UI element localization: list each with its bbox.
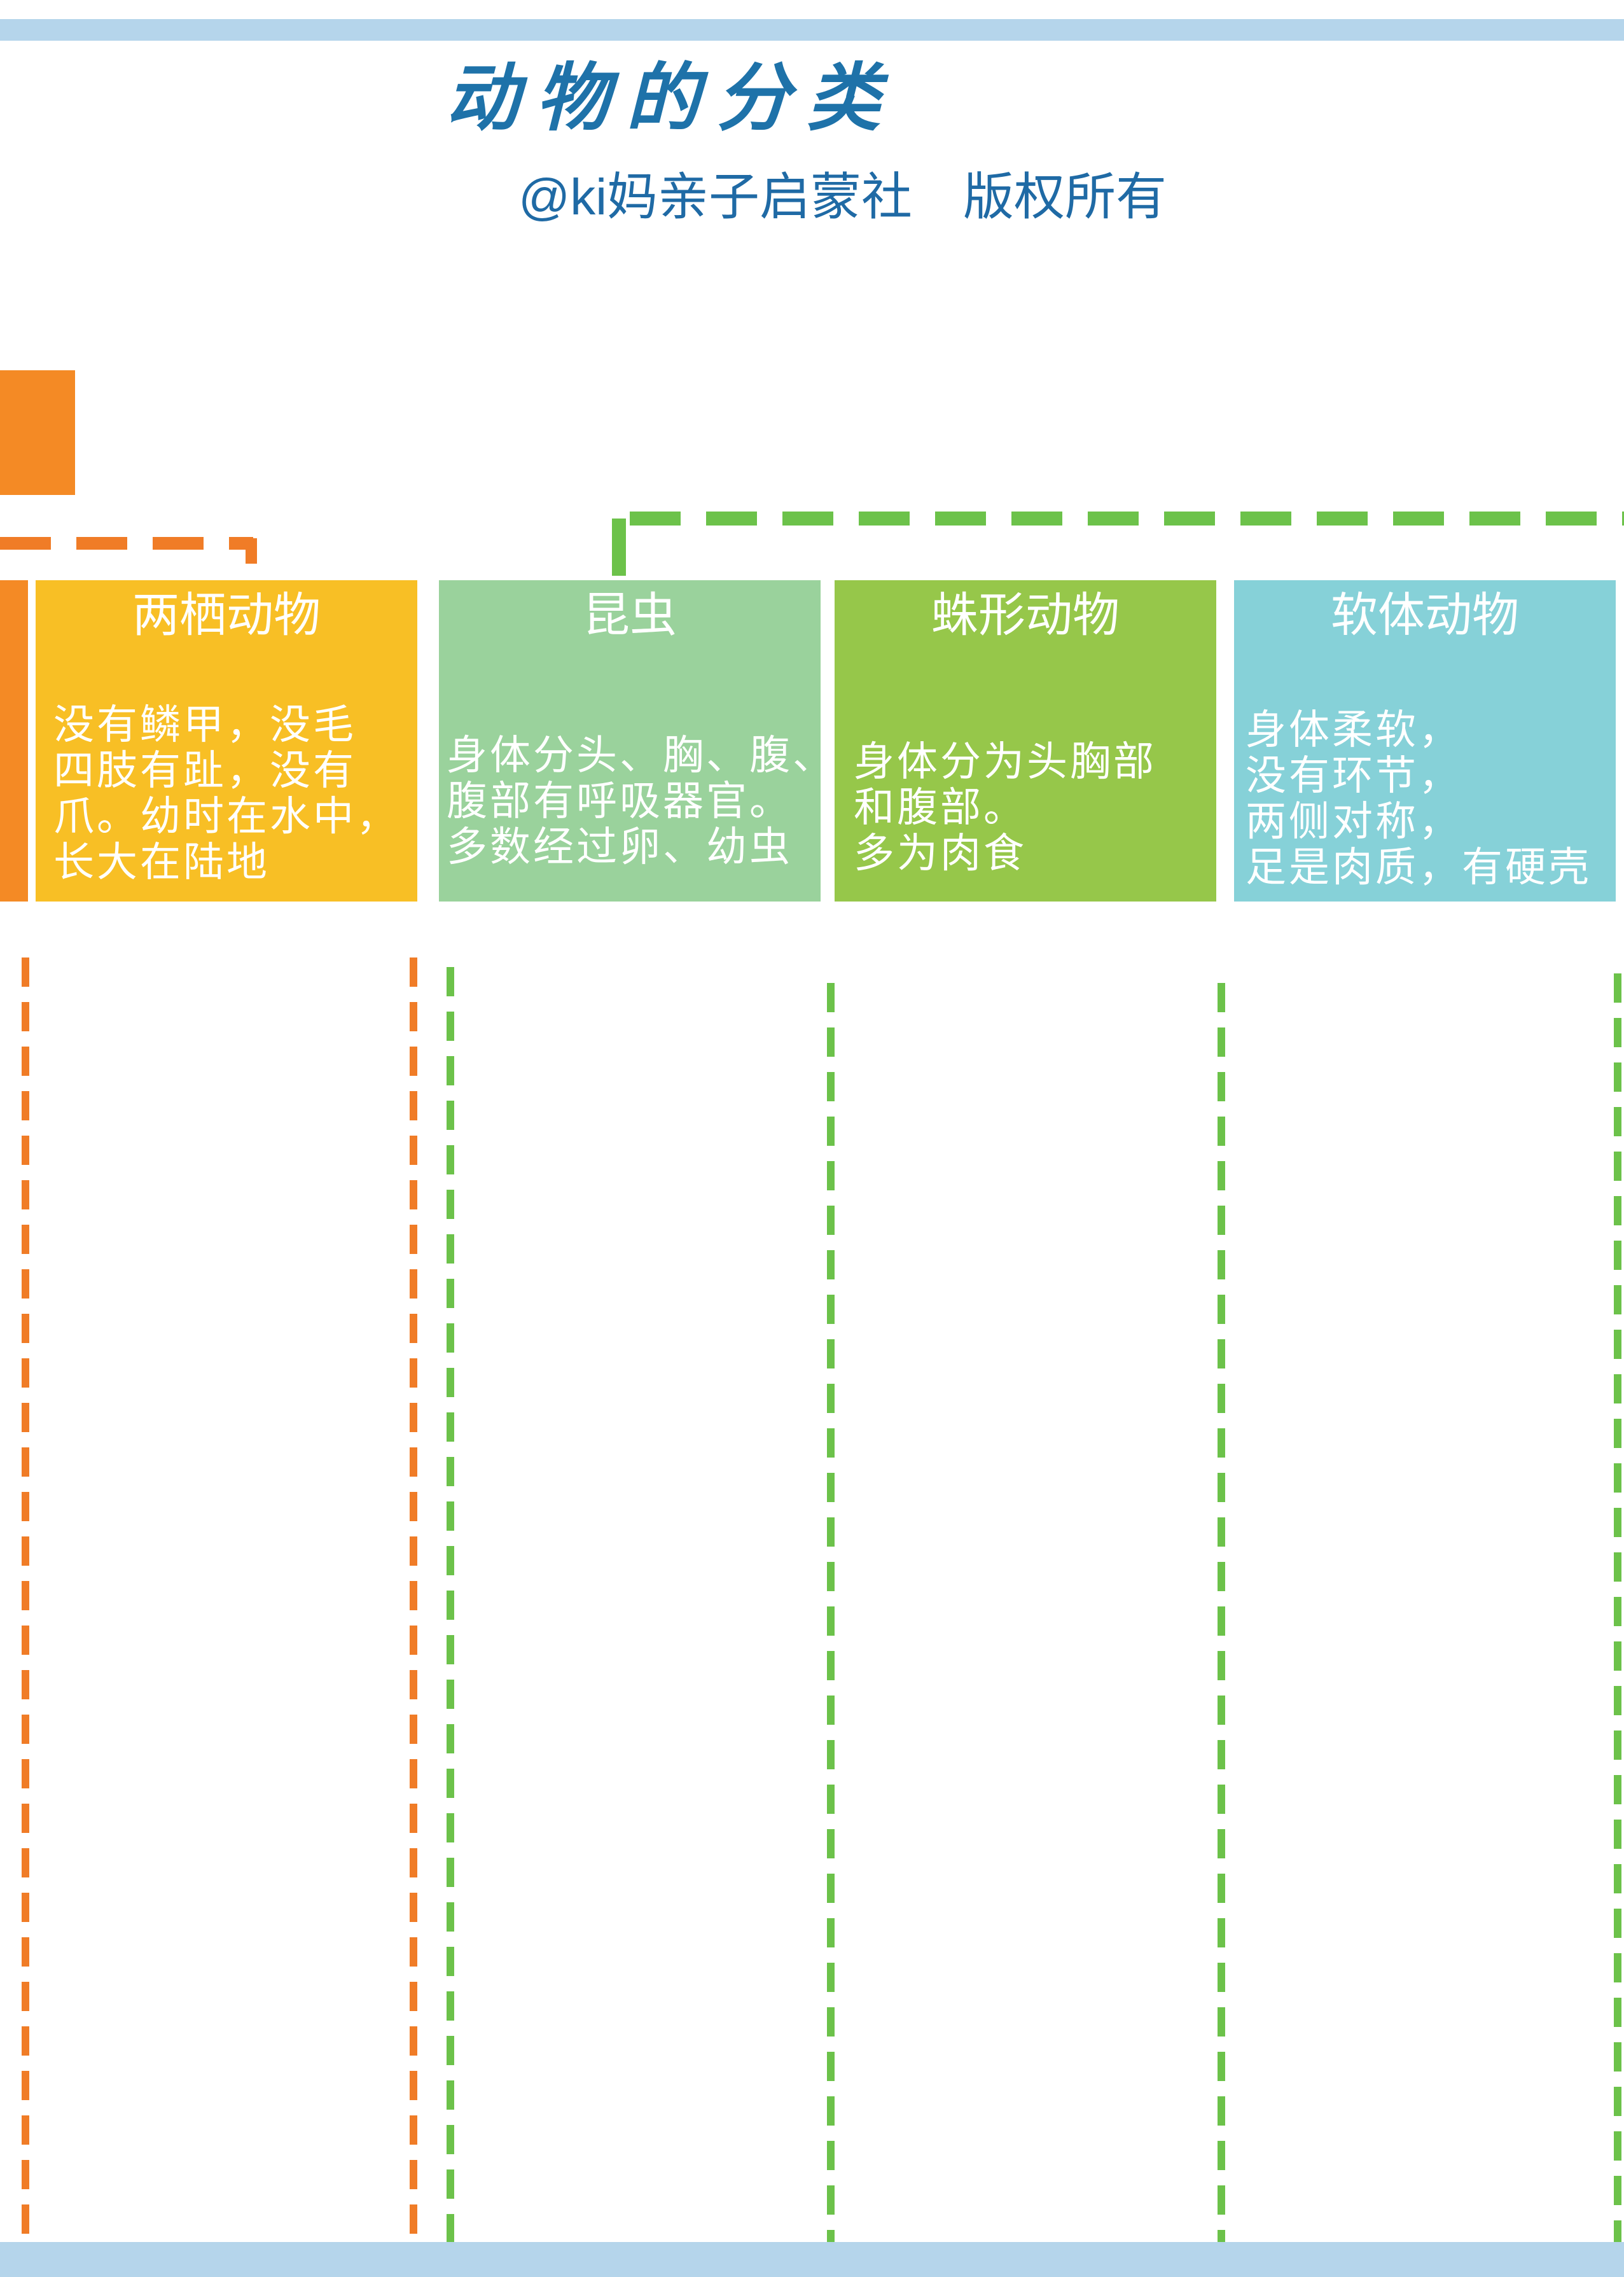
card-amphibian-description: 没有鳞甲，没毛 四肢有趾，没有 爪。幼时在水中， 长大在陆地	[53, 702, 417, 886]
orange-category-block	[0, 370, 75, 495]
description-line: 爪。幼时在水中，	[53, 793, 399, 840]
card-amphibian: 两栖动物 没有鳞甲，没毛 四肢有趾，没有 爪。幼时在水中， 长大在陆地	[36, 580, 417, 902]
copyright-subtitle: @ki妈亲子启蒙社 版权所有	[518, 169, 1167, 225]
description-line: 四肢有趾，没有	[53, 748, 356, 795]
description-line: 没有环节，	[1246, 753, 1462, 800]
card-mollusk: 软体动物 身体柔软， 没有环节， 两侧对称， 足是肉质，有硬壳	[1234, 580, 1616, 902]
description-line: 长大在陆地	[53, 839, 270, 886]
description-line: 身体柔软，	[1246, 707, 1462, 754]
description-line: 没有鳞甲，没毛	[53, 702, 356, 749]
card-arachnid-title: 蛛形动物	[931, 588, 1120, 643]
orange-side-strip	[0, 580, 28, 902]
description-line: 腹部有呼吸器官。	[447, 778, 793, 825]
page-title: 动物的分类	[445, 55, 897, 141]
card-amphibian-title: 两栖动物	[132, 588, 321, 643]
top-band	[0, 19, 1624, 41]
card-arachnid-description: 身体分为头胸部 和腹部。 多为肉食	[854, 739, 1216, 877]
card-mollusk-description: 身体柔软， 没有环节， 两侧对称， 足是肉质，有硬壳	[1246, 707, 1616, 891]
description-line: 两侧对称，	[1246, 798, 1462, 846]
card-mollusk-title: 软体动物	[1331, 588, 1519, 643]
card-insect-description: 身体分头、胸、腹、 腹部有呼吸器官。 多数经过卵、幼虫	[447, 733, 821, 870]
bottom-band	[0, 2242, 1624, 2277]
description-line: 足是肉质，有硬壳	[1246, 844, 1592, 891]
description-line: 多为肉食	[854, 830, 1027, 877]
card-insect-title: 昆虫	[583, 588, 677, 643]
description-line: 身体分头、胸、腹、	[447, 733, 821, 779]
description-line: 多数经过卵、幼虫	[447, 824, 793, 870]
card-arachnid: 蛛形动物 身体分为头胸部 和腹部。 多为肉食	[835, 580, 1216, 902]
card-insect: 昆虫 身体分头、胸、腹、 腹部有呼吸器官。 多数经过卵、幼虫	[439, 580, 821, 902]
description-line: 和腹部。	[854, 784, 1027, 832]
description-line: 身体分为头胸部	[854, 739, 1156, 786]
